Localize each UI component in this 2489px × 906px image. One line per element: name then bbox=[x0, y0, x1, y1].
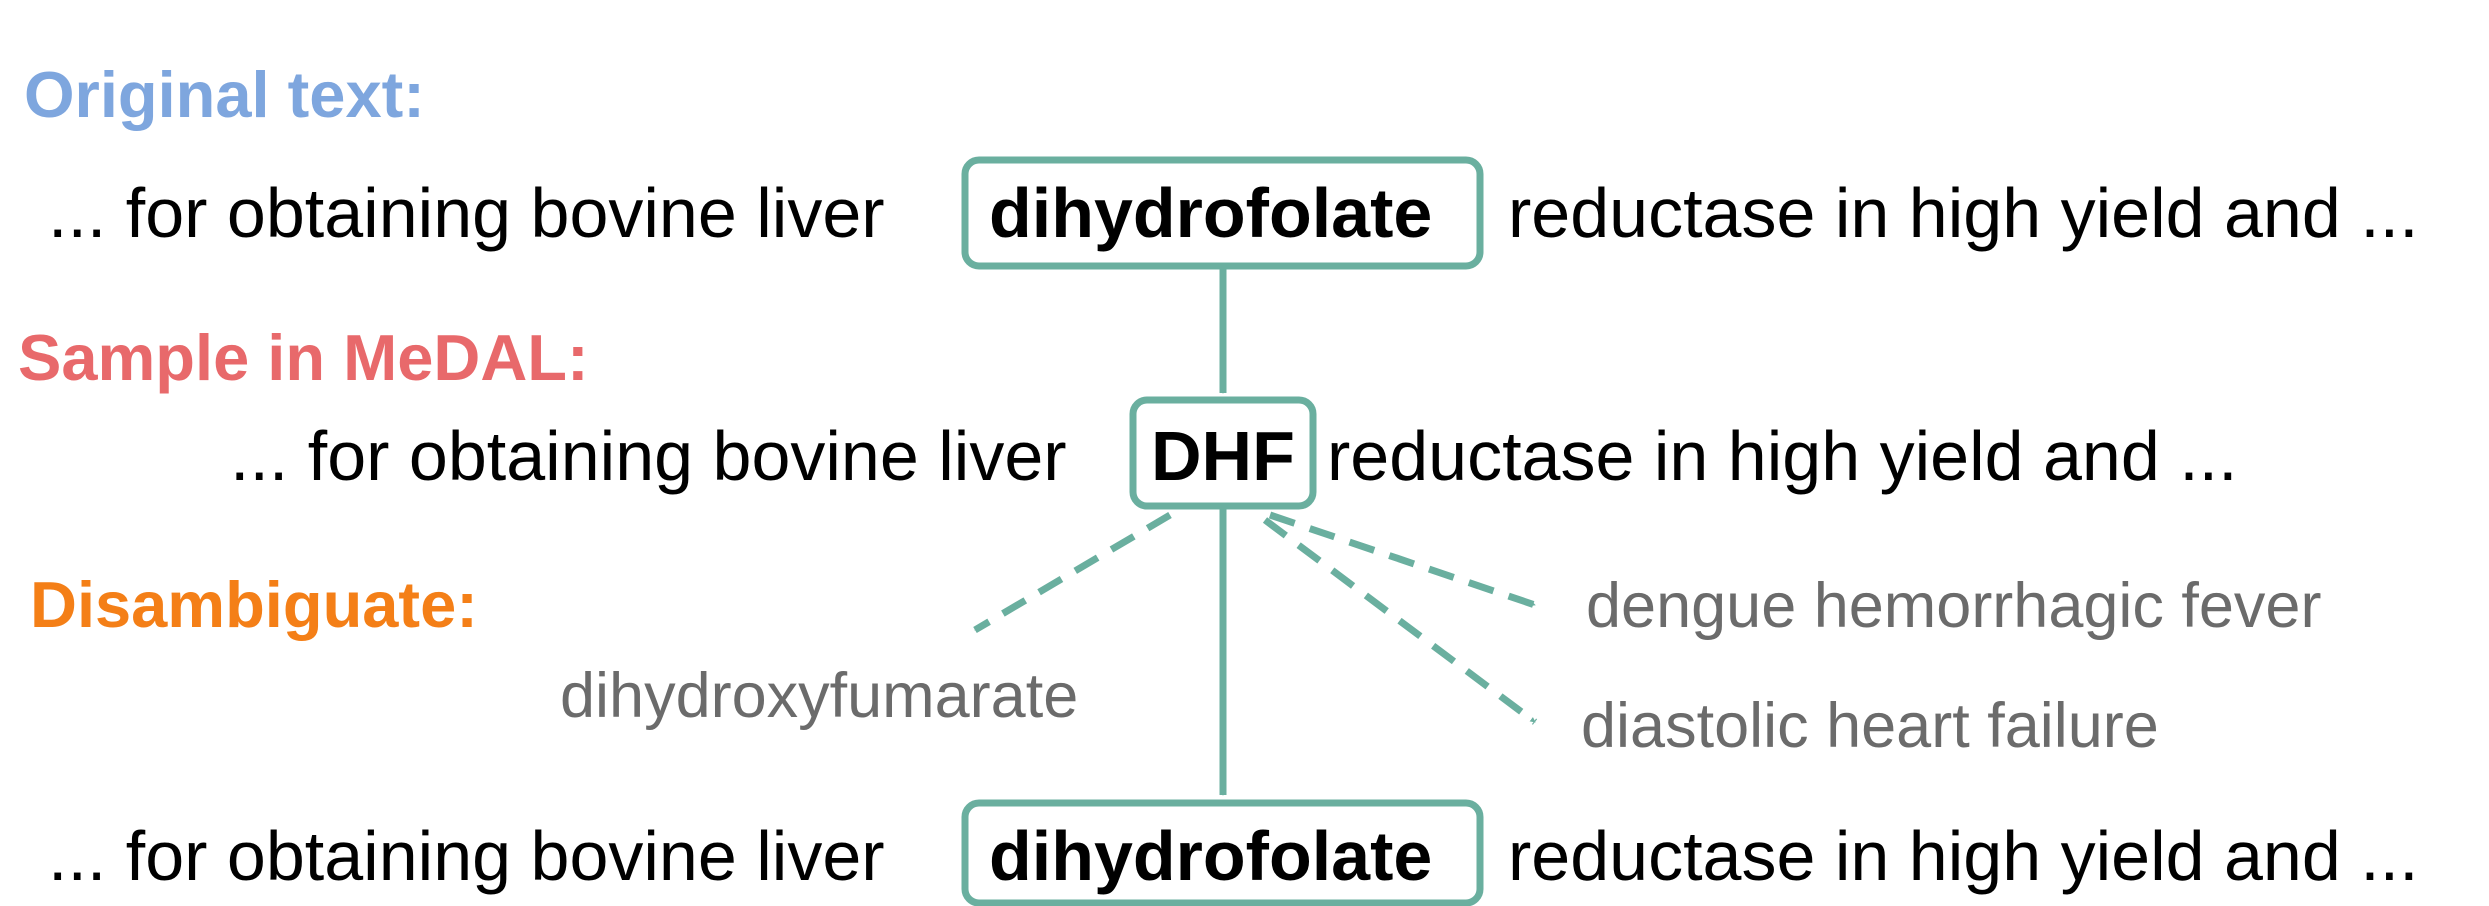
sample-sentence: ... for obtaining bovine liver DHF reduc… bbox=[230, 396, 2238, 510]
result-sentence-after: reductase in high yield and ... bbox=[1508, 817, 2419, 895]
original-sentence-after: reductase in high yield and ... bbox=[1508, 174, 2419, 252]
result-term: dihydrofolate bbox=[989, 817, 1432, 895]
candidate-diastolic-heart-failure: diastolic heart failure bbox=[1581, 691, 2159, 761]
original-term-box bbox=[961, 156, 1484, 270]
original-sentence: ... for obtaining bovine liver dihydrofo… bbox=[48, 156, 2419, 270]
abbreviation-term: DHF bbox=[1151, 417, 1295, 495]
result-sentence: ... for obtaining bovine liver dihydrofo… bbox=[48, 799, 2419, 906]
sample-in-medal-label: Sample in MeDAL: bbox=[18, 321, 589, 394]
original-text-label: Original text: bbox=[24, 58, 425, 131]
dashed-arrow-dengue bbox=[1268, 511, 1537, 609]
abbreviation-box bbox=[1129, 396, 1317, 510]
sample-sentence-after: reductase in high yield and ... bbox=[1327, 417, 2238, 495]
dashed-arrow-diastolic bbox=[1262, 517, 1538, 725]
dashed-arrow-dihydroxyfumarate bbox=[973, 511, 1172, 634]
candidate-dengue-hemorrhagic-fever: dengue hemorrhagic fever bbox=[1586, 571, 2321, 641]
original-term: dihydrofolate bbox=[989, 174, 1432, 252]
result-term-box bbox=[961, 799, 1484, 906]
original-sentence-before: ... for obtaining bovine liver bbox=[48, 174, 885, 252]
result-sentence-before: ... for obtaining bovine liver bbox=[48, 817, 885, 895]
candidate-dihydroxyfumarate: dihydroxyfumarate bbox=[560, 661, 1078, 731]
disambiguate-label: Disambiguate: bbox=[30, 568, 478, 641]
sample-sentence-before: ... for obtaining bovine liver bbox=[230, 417, 1067, 495]
